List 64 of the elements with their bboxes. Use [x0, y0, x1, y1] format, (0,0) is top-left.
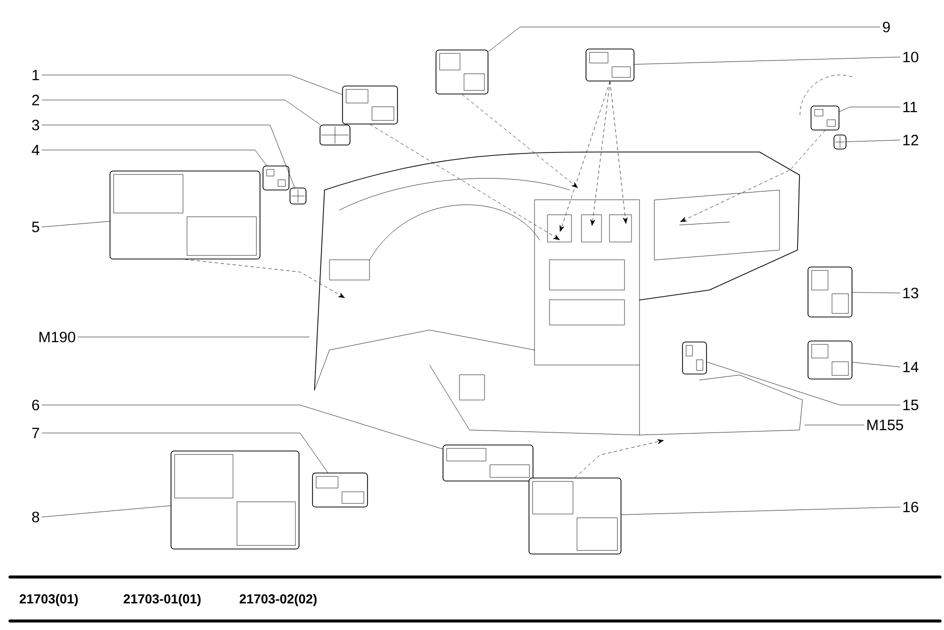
- model-code: 21703-01(01): [124, 594, 201, 606]
- callout-number: 13: [903, 288, 918, 298]
- callout-number: 3: [32, 120, 40, 130]
- callout-number: 16: [903, 502, 918, 512]
- leader-line: [488, 26, 880, 52]
- washer-drawing: [290, 188, 306, 204]
- switch-drawing: [342, 86, 398, 124]
- leader-line: [706, 362, 900, 406]
- callout-number: 9: [882, 22, 890, 32]
- callout-number: 6: [32, 400, 40, 410]
- callout-number: 1: [32, 70, 40, 80]
- leader-line: [42, 100, 320, 125]
- holder-drawing: [810, 106, 840, 130]
- relay-drawing: [808, 266, 852, 318]
- leader-line: [621, 506, 900, 515]
- leader-line: [42, 221, 110, 228]
- lighter-drawing: [682, 342, 707, 374]
- leader-line: [42, 124, 295, 188]
- callout-number: 2: [32, 94, 40, 106]
- model-code: 21703-02(02): [240, 594, 317, 606]
- arrow: [462, 94, 578, 188]
- screw-drawing: [320, 124, 350, 146]
- callout-number: 10: [903, 52, 918, 62]
- callout-number: M155: [867, 420, 904, 430]
- switch-block-drawing: [528, 478, 622, 554]
- callout-number: M190: [40, 332, 76, 342]
- callout-number: 8: [32, 512, 40, 522]
- dashboard-drawing: [314, 152, 803, 436]
- clip-drawing: [262, 166, 290, 190]
- leader-line: [839, 106, 900, 112]
- leader-line: [634, 56, 900, 65]
- arrow: [560, 81, 610, 232]
- light-switch-unit-drawing: [110, 170, 260, 260]
- callout-number: 4: [32, 144, 40, 156]
- callout-number: 14: [903, 362, 918, 372]
- leader-line: [804, 424, 864, 426]
- arrow: [610, 81, 628, 224]
- leader-line: [42, 150, 267, 166]
- leader-line: [42, 74, 342, 95]
- switch-drawing: [586, 48, 634, 82]
- cover-drawing: [442, 444, 534, 482]
- screw-drawing: [834, 134, 846, 150]
- leader-line: [42, 404, 443, 450]
- window-switch-block-drawing: [170, 450, 300, 550]
- arrow: [680, 130, 826, 222]
- callout-number: 7: [32, 428, 40, 438]
- leader-line: [42, 505, 171, 518]
- hazard-switch-drawing: [436, 50, 488, 94]
- callout-number: 12: [903, 134, 918, 146]
- leader-line: [846, 140, 900, 142]
- arrow: [184, 259, 345, 298]
- arrow: [590, 81, 610, 226]
- leader-line: [78, 336, 310, 338]
- model-code: 21703(01): [20, 594, 78, 606]
- leader-line: [852, 292, 900, 294]
- arrow: [370, 124, 560, 240]
- callout-number: 11: [903, 102, 918, 112]
- leader-line: [42, 432, 328, 473]
- callout-number: 15: [903, 400, 918, 410]
- leader-line: [852, 362, 900, 368]
- relay-drawing: [808, 340, 852, 380]
- callout-number: 5: [32, 222, 40, 232]
- cap-drawing: [312, 472, 368, 508]
- arrow: [574, 439, 664, 478]
